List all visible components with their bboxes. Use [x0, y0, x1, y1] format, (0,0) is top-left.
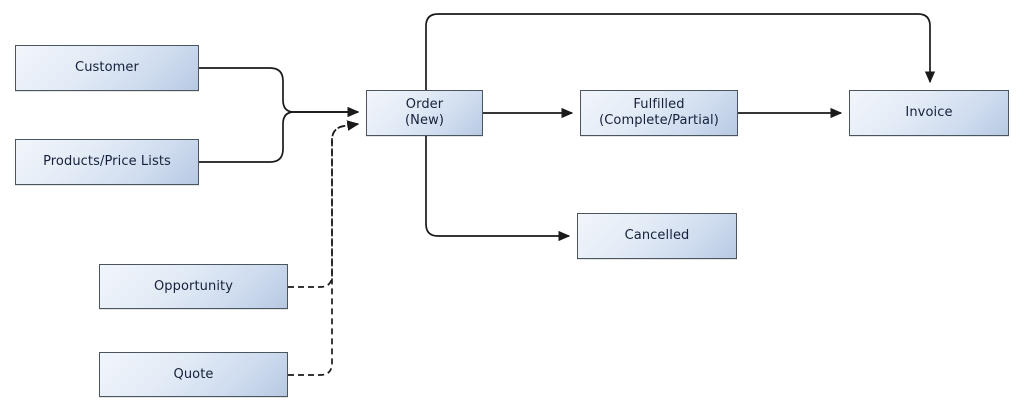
edge-opportunity-to-order [288, 120, 360, 288]
node-order[interactable]: Order (New) [366, 90, 483, 136]
node-fulfilled-label: Fulfilled (Complete/Partial) [599, 97, 719, 128]
node-order-label: Order (New) [405, 97, 444, 128]
node-quote-label: Quote [173, 366, 214, 382]
edge-order-to-invoice [425, 13, 936, 90]
edge-products-to-order [199, 106, 360, 163]
node-opportunity[interactable]: Opportunity [99, 264, 288, 309]
edge-customer-to-order [199, 67, 360, 118]
node-invoice[interactable]: Invoice [849, 90, 1009, 136]
node-customer[interactable]: Customer [15, 45, 199, 91]
node-customer-label: Customer [75, 60, 139, 75]
node-cancelled-label: Cancelled [624, 228, 690, 243]
node-quote[interactable]: Quote [99, 352, 288, 397]
node-invoice-label: Invoice [905, 105, 953, 120]
node-products-price-lists[interactable]: Products/Price Lists [15, 139, 199, 185]
node-cancelled[interactable]: Cancelled [577, 213, 737, 259]
node-products-price-lists-label: Products/Price Lists [43, 154, 171, 169]
edge-quote-to-order [288, 120, 360, 376]
node-opportunity-label: Opportunity [153, 278, 234, 294]
edge-order-to-cancelled [425, 136, 571, 242]
node-fulfilled[interactable]: Fulfilled (Complete/Partial) [580, 90, 738, 136]
